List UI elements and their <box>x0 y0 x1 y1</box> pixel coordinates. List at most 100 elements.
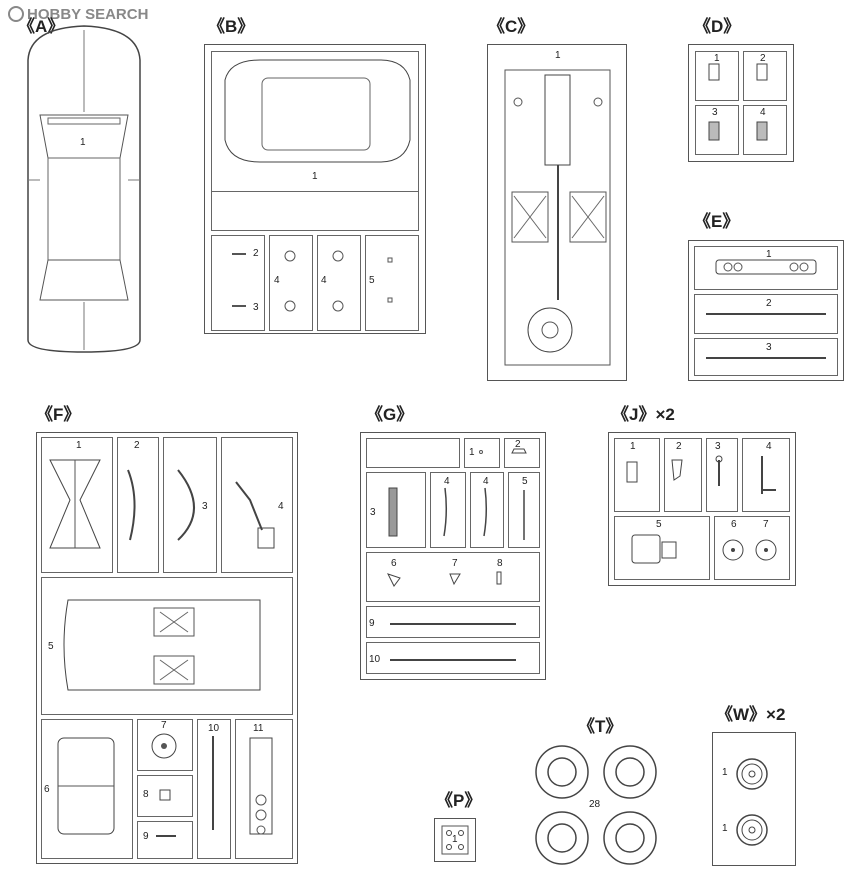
f-cell-4 <box>221 437 293 573</box>
part-t28: 28 <box>589 799 601 810</box>
b-glass-strip <box>211 191 419 231</box>
part-f3: 3 <box>202 501 208 512</box>
d-cell-4 <box>743 105 787 155</box>
part-f2: 2 <box>134 440 140 451</box>
part-g6: 6 <box>391 558 397 569</box>
sprue-f-label: 《F》 <box>36 405 81 424</box>
part-g5: 5 <box>522 476 528 487</box>
b-cell-2-3 <box>211 235 265 331</box>
part-c1: 1 <box>555 50 561 61</box>
g-cell-5 <box>508 472 540 548</box>
part-w1a: 1 <box>722 767 728 778</box>
e-cell-3 <box>694 338 838 376</box>
g-cell-1 <box>464 438 500 468</box>
part-j7: 7 <box>763 519 769 530</box>
part-g10: 10 <box>369 654 381 665</box>
part-e3: 3 <box>766 342 772 353</box>
f-cell-10 <box>197 719 231 859</box>
watermark-text: HOBBY SEARCH <box>27 6 149 23</box>
sprue-g-label: 《G》 <box>366 405 414 424</box>
f-cell-5 <box>41 577 293 715</box>
f-cell-2 <box>117 437 159 573</box>
part-a1: 1 <box>80 137 86 148</box>
e-cell-2 <box>694 294 838 334</box>
sprue-w-frame <box>712 732 796 866</box>
part-f4: 4 <box>278 501 284 512</box>
g-cell-10 <box>366 642 540 674</box>
part-e2: 2 <box>766 298 772 309</box>
j-cell-6-7 <box>714 516 790 580</box>
sprue-b-frame <box>204 44 426 334</box>
g-cell-4a <box>430 472 466 548</box>
sprue-t-label: 《T》 <box>578 717 623 736</box>
d-cell-2 <box>743 51 787 101</box>
sprue-j-label: 《J》×2 <box>612 405 675 424</box>
part-j3: 3 <box>715 441 721 452</box>
part-b1: 1 <box>312 171 318 182</box>
sprue-d-label: 《D》 <box>694 17 741 36</box>
part-j6: 6 <box>731 519 737 530</box>
part-f10: 10 <box>208 723 220 734</box>
sprue-e-frame <box>688 240 844 381</box>
hobby-search-watermark: HOBBY SEARCH <box>8 6 148 23</box>
part-f8: 8 <box>143 789 149 800</box>
j-cell-3 <box>706 438 738 512</box>
f-cell-9 <box>137 821 193 859</box>
part-g3: 3 <box>370 507 376 518</box>
j-cell-1 <box>614 438 660 512</box>
sprue-g-frame <box>360 432 546 680</box>
g-cell-6-8 <box>366 552 540 602</box>
part-f1: 1 <box>76 440 82 451</box>
d-cell-3 <box>695 105 739 155</box>
sprue-p-label: 《P》 <box>436 791 482 810</box>
part-g9: 9 <box>369 618 375 629</box>
sprue-c-frame <box>487 44 627 381</box>
part-f9: 9 <box>143 831 149 842</box>
b-cell-4a <box>269 235 313 331</box>
f-cell-6 <box>41 719 133 859</box>
part-p1: 1 <box>452 834 458 845</box>
part-f6: 6 <box>44 784 50 795</box>
part-g1: 1 <box>469 447 475 458</box>
part-j4: 4 <box>766 441 772 452</box>
part-f7: 7 <box>161 720 167 731</box>
b-cell-4b <box>317 235 361 331</box>
hobby-search-logo-icon <box>8 6 24 22</box>
j-cell-4 <box>742 438 790 512</box>
sprue-c-label: 《C》 <box>488 17 535 36</box>
sprue-a-label: 《A》 <box>18 17 65 36</box>
g-cell-2 <box>504 438 540 468</box>
part-g8: 8 <box>497 558 503 569</box>
part-b3: 3 <box>253 302 259 313</box>
f-cell-1 <box>41 437 113 573</box>
d-cell-1 <box>695 51 739 101</box>
part-e1: 1 <box>766 249 772 260</box>
b-cell-5 <box>365 235 419 331</box>
f-cell-7 <box>137 719 193 771</box>
sprue-e-label: 《E》 <box>694 212 740 231</box>
part-f11: 11 <box>253 723 264 734</box>
sprue-f-frame <box>36 432 298 864</box>
sprue-d-frame <box>688 44 794 162</box>
e-cell-1 <box>694 246 838 290</box>
part-d2: 2 <box>760 53 766 64</box>
j-cell-5 <box>614 516 710 580</box>
sprue-j-frame <box>608 432 796 586</box>
g-cell-4b <box>470 472 504 548</box>
part-f5: 5 <box>48 641 54 652</box>
g-cell-3 <box>366 472 426 548</box>
part-j2: 2 <box>676 441 682 452</box>
part-g4b: 4 <box>483 476 489 487</box>
part-b4b: 4 <box>321 275 327 286</box>
part-d4: 4 <box>760 107 766 118</box>
part-d3: 3 <box>712 107 718 118</box>
j-cell-2 <box>664 438 702 512</box>
f-cell-8 <box>137 775 193 817</box>
part-d1: 1 <box>714 53 720 64</box>
part-b4a: 4 <box>274 275 280 286</box>
part-g7: 7 <box>452 558 458 569</box>
part-b5: 5 <box>369 275 375 286</box>
part-g2: 2 <box>515 439 521 450</box>
f-cell-11 <box>235 719 293 859</box>
part-b2: 2 <box>253 248 259 259</box>
